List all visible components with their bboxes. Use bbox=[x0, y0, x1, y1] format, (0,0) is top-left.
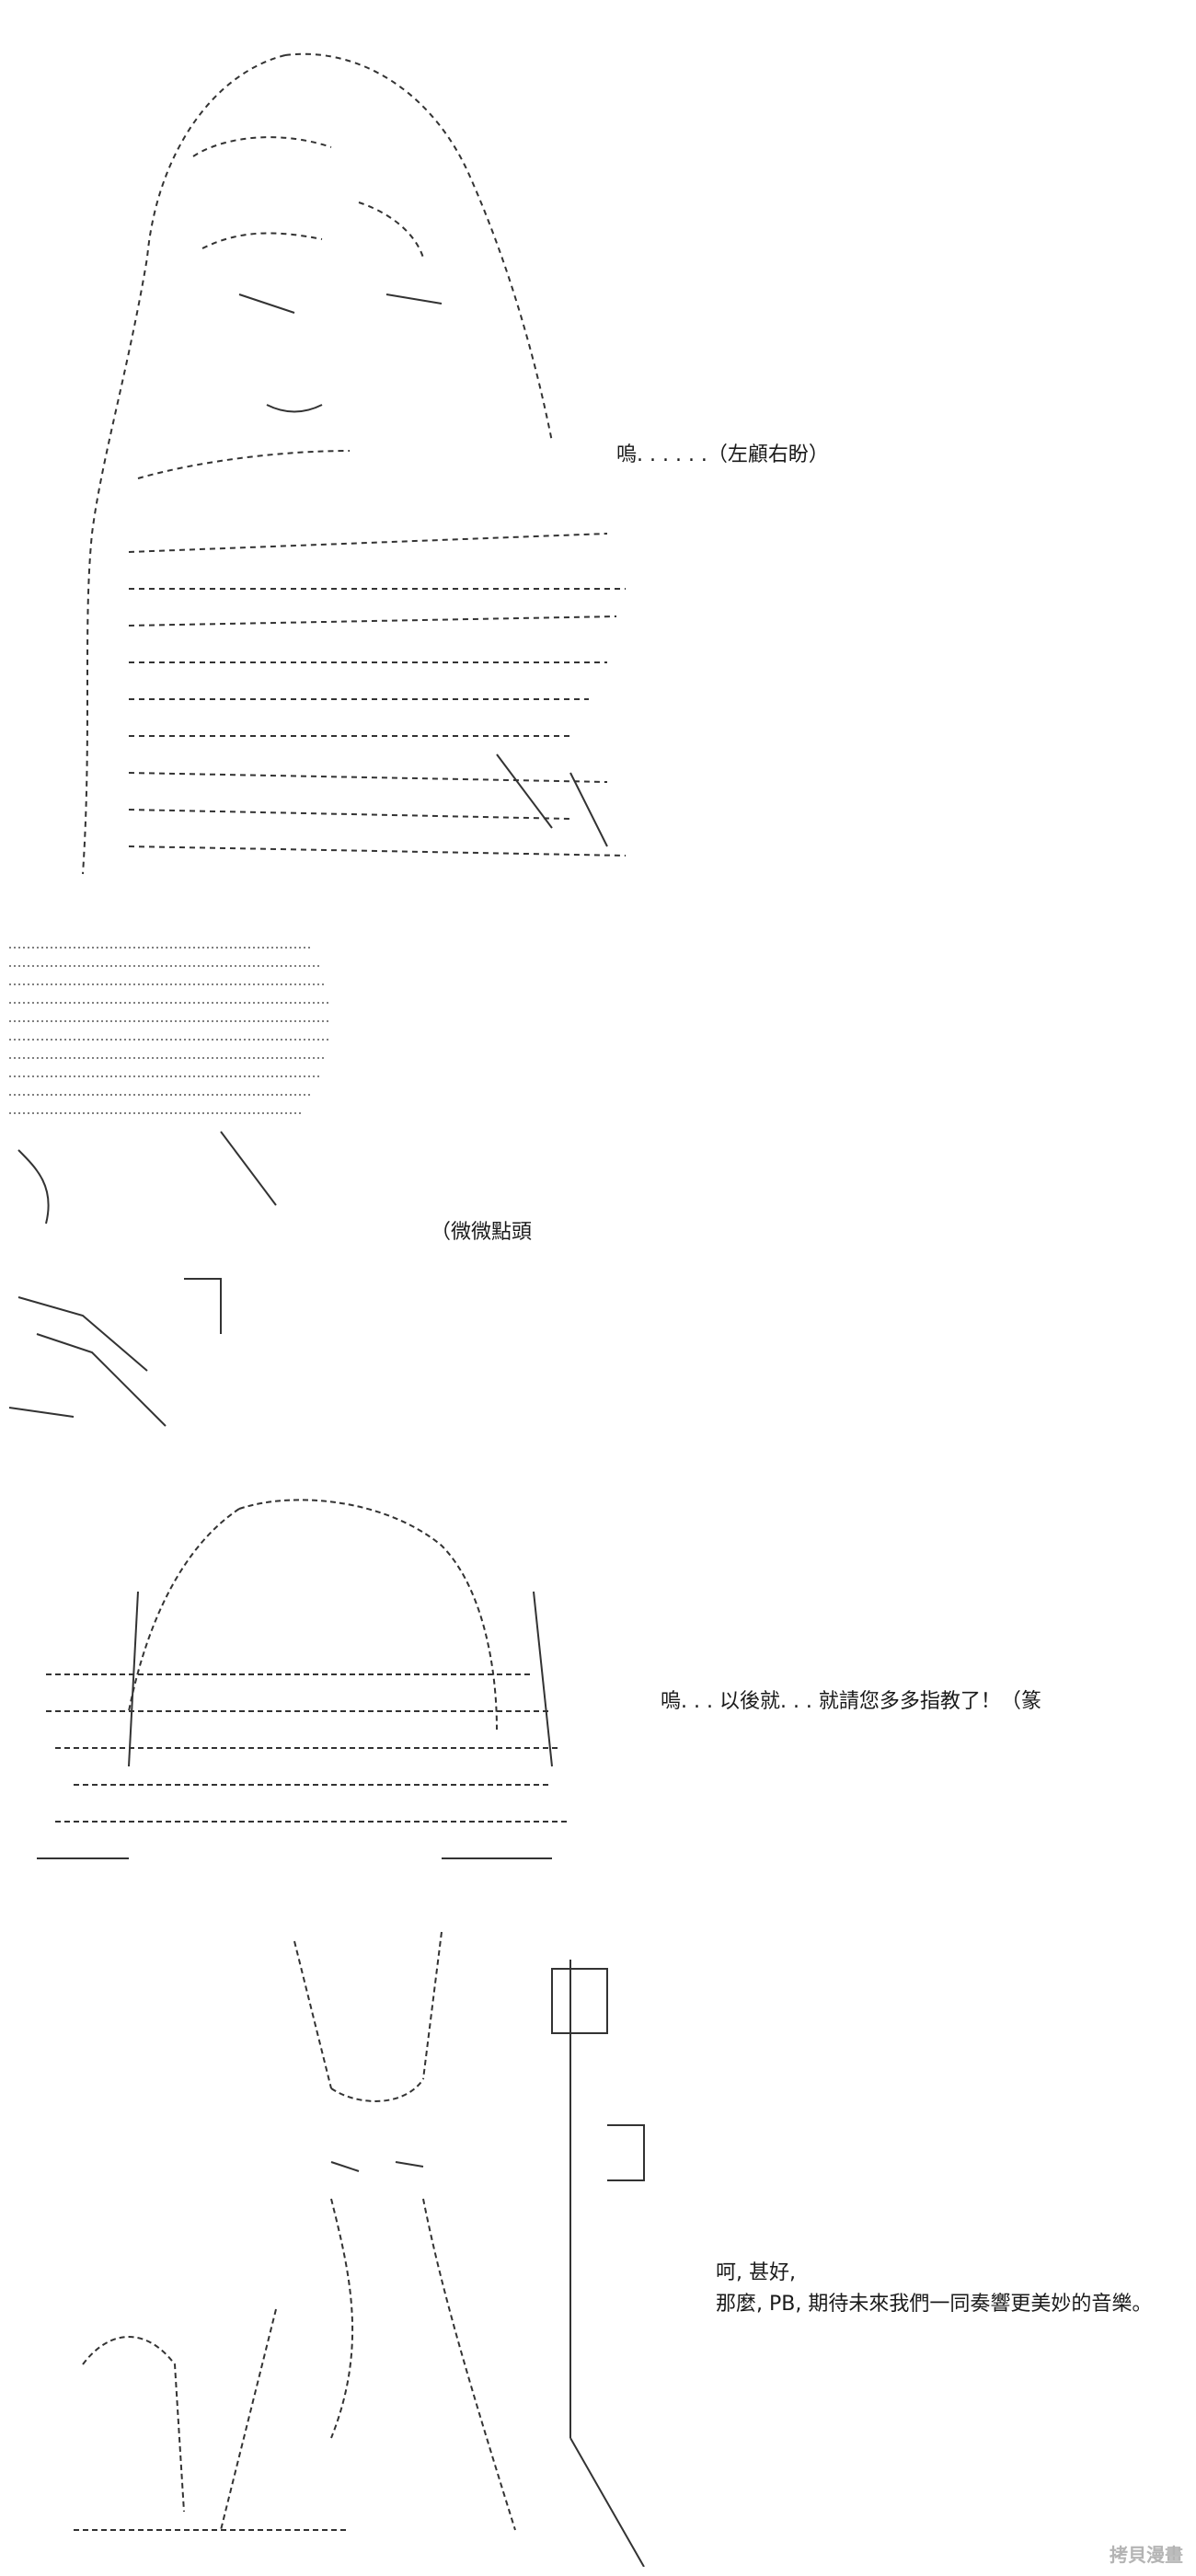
dialogue-line: 嗚. . . . . .（左顧右盼） bbox=[616, 443, 829, 466]
dialogue-text: 嗚. . . 以後就. . . 就請您多多指教了！（篆 bbox=[661, 1686, 1041, 1718]
dialogue-line: （微微點頭 bbox=[431, 1221, 533, 1244]
dialogue-line: 那麼, PB, 期待未來我們一同奏響更美妙的音樂。 bbox=[716, 2293, 1153, 2316]
panel-2: （微微點頭 bbox=[0, 911, 1196, 1463]
site-watermark: 拷貝漫畫 bbox=[1110, 2544, 1183, 2566]
hair-girl-sketch bbox=[82, 52, 627, 875]
fox-girl-sketch bbox=[74, 1931, 645, 2567]
dialogue-text: 嗚. . . . . .（左顧右盼） bbox=[616, 440, 829, 471]
panel-1: 嗚. . . . . .（左顧右盼） bbox=[0, 0, 1196, 911]
panel-4: 呵, 甚好, 那麼, PB, 期待未來我們一同奏響更美妙的音樂。 bbox=[0, 1886, 1196, 2576]
ascii-art-fox-girl-with-banner bbox=[55, 1923, 699, 2567]
crouching-figure-sketch bbox=[37, 1499, 570, 1859]
ascii-art-hair-girl bbox=[55, 18, 644, 902]
dialogue-line: 呵, 甚好, bbox=[716, 2261, 796, 2284]
ascii-art-shadowed-figure bbox=[0, 929, 350, 1444]
shadowed-figure-sketch bbox=[8, 947, 331, 1427]
ascii-art-crouching-figure bbox=[18, 1490, 589, 1877]
dialogue-text: （微微點頭 bbox=[431, 1217, 532, 1248]
panel-3: 嗚. . . 以後就. . . 就請您多多指教了！（篆 bbox=[0, 1463, 1196, 1886]
dialogue-text: 呵, 甚好, 那麼, PB, 期待未來我們一同奏響更美妙的音樂。 bbox=[716, 2258, 1152, 2320]
dialogue-line: 嗚. . . 以後就. . . 就請您多多指教了！（篆 bbox=[661, 1690, 1041, 1713]
